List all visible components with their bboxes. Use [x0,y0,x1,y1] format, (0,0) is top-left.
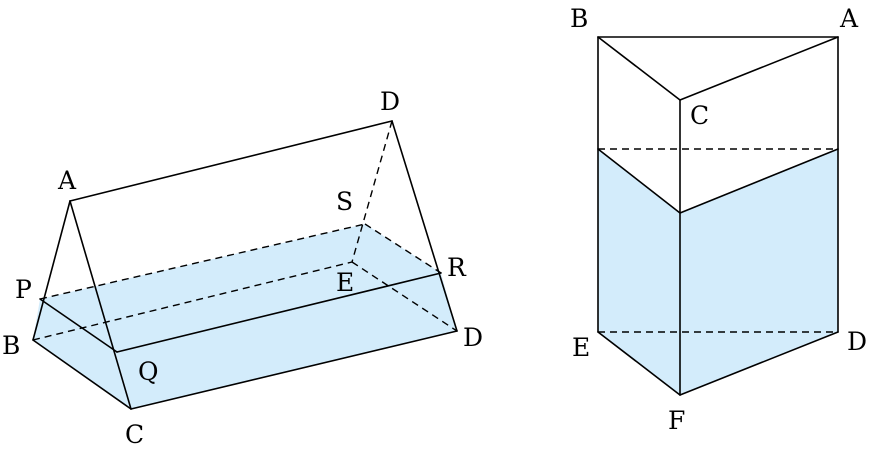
right-label-e: E [572,333,590,362]
left-label-q: Q [138,357,159,386]
left-water-surface [40,224,441,352]
right-label-f: F [668,406,685,435]
left-label-d-bottom: D [463,323,483,352]
left-hidden-edge-d-e [351,120,393,263]
right-edge-e-f [597,331,681,396]
left-label-e: E [336,268,354,297]
left-label-s: S [336,187,353,216]
left-edge-b-c [32,339,132,410]
left-label-p: P [15,275,32,304]
left-label-d-top: D [380,87,400,116]
left-label-b: B [2,331,20,360]
left-hidden-edge-e-d [351,261,458,332]
left-prism: A B C D E D P Q R S [2,87,483,449]
right-waterline-left [597,148,681,214]
right-label-a: A [839,4,859,33]
right-prism: B A C E D F [570,4,867,435]
left-label-c: C [125,420,144,449]
right-edge-f-d [679,331,839,396]
left-edge-a-b [32,200,71,341]
right-edge-c-a [679,36,839,101]
left-label-a: A [57,166,77,195]
left-edge-c-d [130,330,458,410]
right-label-b: B [570,4,588,33]
left-hidden-edge-b-e [32,261,353,341]
left-hidden-waterline-p-s [39,223,366,300]
right-edge-b-c [597,36,681,101]
left-water-front-face [117,273,457,409]
right-water-right-face [680,149,838,395]
left-label-r: R [447,253,467,282]
right-waterline-right [679,148,839,214]
left-hidden-waterline-s-r [364,223,442,274]
left-waterline-p-q [39,298,118,353]
left-edge-a-d [69,120,393,202]
right-label-d: D [847,327,867,356]
left-edge-a-c [69,200,132,410]
right-water-left-face [598,149,680,395]
left-waterline-q-r [116,272,442,353]
right-label-c: C [690,101,709,130]
left-edge-d-d [391,120,458,332]
left-water-end-face [33,299,131,409]
